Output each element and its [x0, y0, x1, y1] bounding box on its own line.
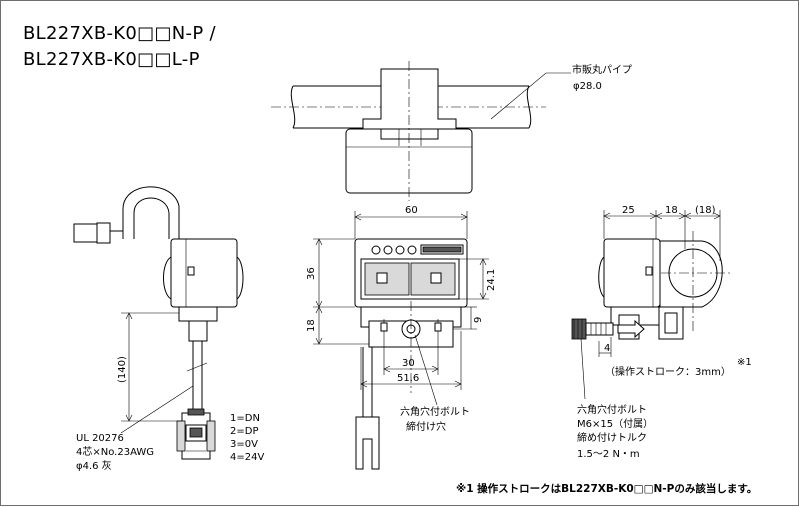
footnote: ※1 操作ストロークはBL227XB-K0□□N-Pのみ該当します。 — [456, 482, 757, 495]
cable-spec-2: 4芯×No.23AWG — [76, 445, 154, 458]
right-view: 25 18 (18) 4 （操作ストローク：3mm） ※1 六角穴付ボルト M6… — [571, 205, 752, 460]
pipe-label: 市販丸パイプ — [572, 63, 632, 76]
cable-spec-1: UL 20276 — [76, 433, 124, 444]
dim-25: 25 — [622, 205, 635, 216]
bolt-label-2: M6×15（付属） — [577, 417, 653, 430]
left-view: (140) UL 20276 4芯×No.23AWG φ4.6 灰 1=DN 2… — [73, 186, 264, 472]
dim-base-51-6: 51.6 — [397, 373, 419, 384]
pipe-diameter: φ28.0 — [573, 81, 602, 92]
dim-height-18: 18 — [306, 319, 317, 332]
dim-hole-span-30: 30 — [402, 358, 415, 369]
title-line-2: BL227XB-K0□□L-P — [23, 49, 200, 70]
bolt-label-1: 六角穴付ボルト — [577, 403, 647, 416]
pin-1: 1=DN — [230, 413, 260, 424]
stroke-note-mark: ※1 — [737, 357, 752, 368]
dim-18-paren: (18) — [695, 205, 716, 216]
title-line-1: BL227XB-K0□□N-P / — [23, 23, 217, 44]
pin-2: 2=DP — [230, 426, 258, 437]
pin-3: 3=0V — [230, 439, 258, 450]
cable-length-dim: (140) — [117, 356, 128, 383]
stroke-note: （操作ストローク：3mm） — [605, 365, 731, 378]
cable-spec-3: φ4.6 灰 — [76, 459, 112, 472]
dim-width-60: 60 — [405, 205, 418, 216]
bolt-hole-label-2: 締付け穴 — [406, 420, 446, 433]
front-view: 60 36 18 24.1 9 30 51 — [306, 205, 497, 470]
dim-stroke-4: 4 — [604, 343, 610, 354]
pin-4: 4=24V — [230, 452, 264, 463]
bolt-label-4: 1.5～2 N・m — [577, 449, 640, 460]
bolt-label-3: 締め付けトルク — [577, 431, 647, 444]
dim-window-24-1: 24.1 — [486, 269, 497, 291]
bolt-hole-label-1: 六角穴付ボルト — [400, 405, 470, 418]
top-view: 市販丸パイプ φ28.0 — [271, 61, 632, 201]
dim-18: 18 — [665, 205, 678, 216]
dim-hole-offset-9: 9 — [473, 317, 484, 323]
dim-height-36: 36 — [306, 267, 317, 280]
